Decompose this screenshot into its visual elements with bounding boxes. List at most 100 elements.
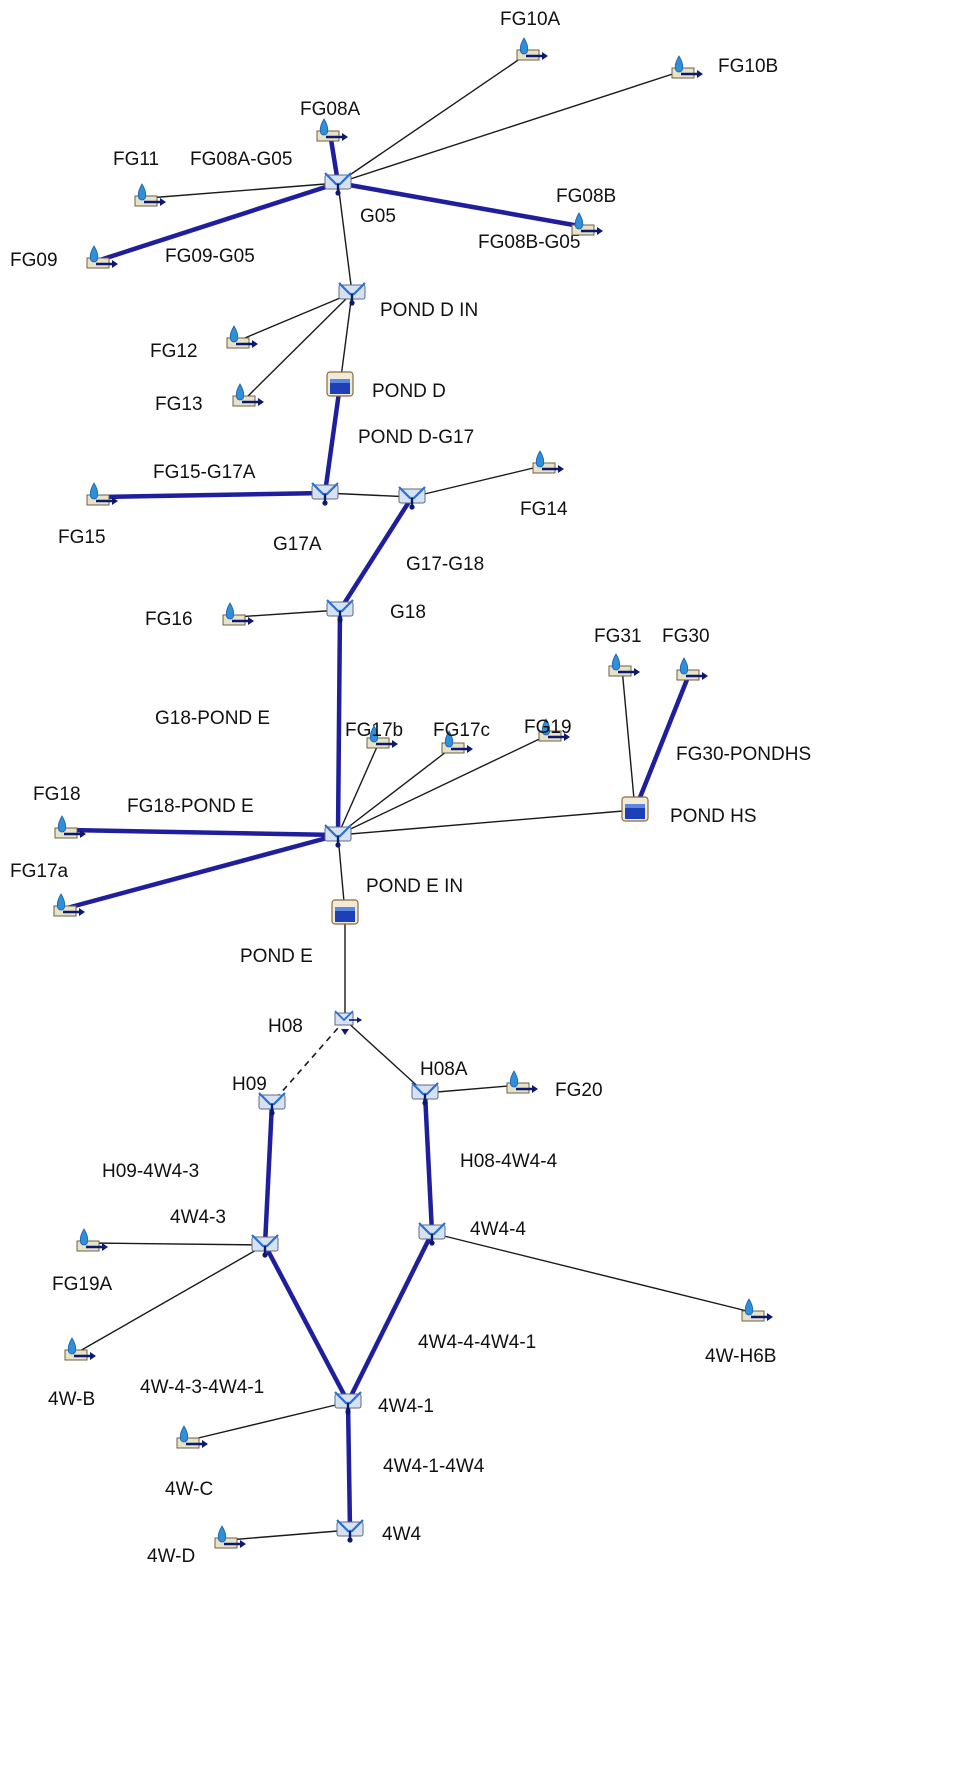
junction-icon[interactable] [398,486,426,510]
link-label: 4W-4-3-4W4-1 [140,1377,264,1398]
catchment-icon[interactable] [76,1228,108,1252]
node-label: FG14 [520,499,568,520]
catchment-icon[interactable] [222,602,254,626]
node-label: 4W-C [165,1479,213,1500]
link-FG10B-G05[interactable] [337,69,686,184]
node-label: FG19 [524,717,572,738]
node-label: FG15 [58,527,106,548]
catchment-icon[interactable] [176,1425,208,1449]
catchment-icon[interactable] [741,1298,773,1322]
junction-icon[interactable] [411,1082,439,1106]
link-4W-C-4W4-1[interactable] [189,1401,349,1441]
junction-icon[interactable] [326,599,354,623]
link-FG11-G05[interactable] [147,182,339,199]
link-label: FG15-G17A [153,462,256,483]
catchment-icon[interactable] [676,657,708,681]
catchment-icon[interactable] [316,118,348,142]
link-G05-PONDDIN[interactable] [337,182,353,294]
link-H08-H08A[interactable] [344,1019,426,1094]
link-FG17c-PONDEIN[interactable] [337,744,456,836]
link-FG08B-G05[interactable] [337,180,586,230]
junction-icon[interactable] [336,1519,364,1543]
node-label: 4W4-3 [170,1207,226,1228]
link-H08A-4W4-4[interactable] [422,1092,435,1234]
catchment-icon[interactable] [506,1070,538,1094]
link-4W-D-4W4[interactable] [227,1529,351,1541]
catchment-icon[interactable] [608,653,640,677]
link-label: FG30-PONDHS [676,744,811,765]
catchment-icon[interactable] [64,1337,96,1361]
link-4W4-4-4W4-1[interactable] [345,1231,435,1404]
catchment-icon[interactable] [441,730,473,754]
link-4W4-3-4W4-1[interactable] [263,1243,350,1404]
catchment-icon[interactable] [671,55,703,79]
node-label: FG12 [150,341,198,362]
catchment-icon[interactable] [54,815,86,839]
node-label: 4W4 [382,1524,422,1545]
junction-icon[interactable] [251,1234,279,1258]
junction-icon[interactable] [334,1391,362,1415]
link-G17-G18[interactable] [338,495,414,612]
outfall-icon[interactable] [334,1010,362,1035]
link-FG19A-4W4-3[interactable] [89,1242,266,1246]
link-PONDHS-PONDEIN[interactable] [337,809,636,836]
catchment-icon[interactable] [86,482,118,506]
link-4W-B-4W4-3[interactable] [77,1244,266,1353]
link-FG14-G17[interactable] [411,464,547,498]
link-FG13-PONDDIN[interactable] [245,292,353,399]
catchment-icon[interactable] [86,245,118,269]
link-PONDD-G17A[interactable] [322,384,343,494]
junction-icon[interactable] [258,1092,286,1116]
link-FG30-PONDHS[interactable] [632,671,693,811]
node-label: POND D IN [380,300,478,321]
junction-icon[interactable] [311,482,339,506]
catchment-icon[interactable] [538,718,570,742]
catchment-icon[interactable] [571,212,603,236]
link-G18-PONDEIN[interactable] [335,609,343,836]
link-FG10A-G05[interactable] [337,51,531,184]
pond-icon[interactable] [621,796,649,822]
catchment-icon[interactable] [366,725,398,749]
catchment-icon[interactable] [53,893,85,917]
link-FG16-G18[interactable] [235,609,341,618]
junction-icon[interactable] [324,824,352,848]
link-FG19-PONDEIN[interactable] [337,732,553,836]
link-FG15-G17A[interactable] [99,490,326,500]
catchment-icon[interactable] [226,325,258,349]
link-4W-H6B-4W4-4[interactable] [431,1232,756,1314]
catchment-icon[interactable] [232,383,264,407]
link-FG17b-PONDEIN[interactable] [337,739,381,836]
link-FG20-H08A[interactable] [424,1084,521,1094]
link-4W4-1-4W4[interactable] [345,1401,353,1531]
link-label: FG08A-G05 [190,149,292,170]
link-H09-4W4-3[interactable] [262,1102,275,1246]
node-label: FG20 [555,1080,603,1101]
catchment-icon[interactable] [134,183,166,207]
link-FG18-PONDEIN[interactable] [67,827,339,838]
catchment-icon[interactable] [532,450,564,474]
link-FG12-PONDDIN[interactable] [239,292,353,341]
link-PONDDIN-PONDD[interactable] [339,292,353,386]
link-H08-H09[interactable] [271,1019,346,1104]
junction-icon[interactable] [338,282,366,306]
junction-icon[interactable] [324,172,352,196]
catchment-icon[interactable] [516,37,548,61]
node-label: 4W4-4 [470,1219,526,1240]
junction-icon[interactable] [418,1222,446,1246]
link-G17A-G17[interactable] [324,492,413,498]
link-label: FG18-POND E [127,796,254,817]
link-label: POND D-G17 [358,427,474,448]
node-label: FG16 [145,609,193,630]
node-label: G18 [390,602,426,623]
node-label: G05 [360,206,396,227]
node-label: FG13 [155,394,203,415]
links-layer [66,51,756,1541]
link-FG09-G05[interactable] [99,180,339,263]
link-FG31-PONDHS[interactable] [621,667,636,811]
link-FG17a-PONDEIN[interactable] [66,832,339,911]
pond-icon[interactable] [331,899,359,925]
node-label: POND HS [670,806,757,827]
pond-icon[interactable] [326,371,354,397]
node-label: FG11 [113,149,159,170]
catchment-icon[interactable] [214,1525,246,1549]
